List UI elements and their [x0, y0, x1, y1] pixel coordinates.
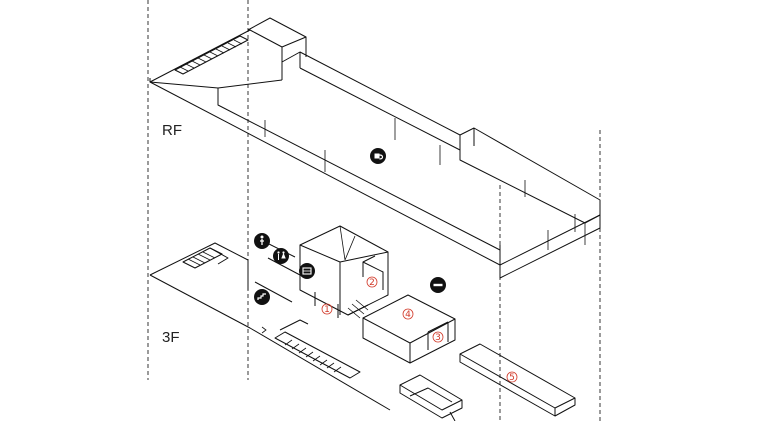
cafe-icon	[370, 148, 386, 164]
svg-text:3: 3	[435, 333, 441, 343]
no-entry-icon	[430, 277, 446, 293]
room-5-box	[459, 343, 576, 417]
restroom-icon	[273, 248, 289, 264]
third-floor-stair-top	[182, 247, 229, 269]
room-number-3: 3	[432, 331, 444, 343]
room-number-5: 5	[506, 371, 518, 383]
lower-box	[399, 374, 463, 419]
guide-lines	[147, 0, 601, 421]
elevator-icon	[299, 263, 315, 279]
third-floor-label: 3F	[162, 329, 180, 346]
room-number-1: 1	[321, 303, 333, 315]
roof-floor-label: RF	[162, 122, 182, 139]
svg-text:4: 4	[405, 310, 411, 320]
room-number-2: 2	[366, 276, 378, 288]
person-icon	[254, 233, 270, 249]
svg-text:5: 5	[509, 373, 515, 383]
third-floor-stair-bottom	[274, 319, 361, 379]
room-4-box	[362, 294, 456, 364]
central-core	[299, 225, 389, 319]
roof-floor-outline	[149, 17, 601, 279]
stairs-icon	[254, 289, 270, 305]
roof-stair	[174, 35, 249, 75]
third-floor-outline	[149, 225, 576, 421]
svg-text:1: 1	[324, 305, 330, 315]
room-number-4: 4	[402, 308, 414, 320]
svg-text:2: 2	[369, 278, 375, 288]
